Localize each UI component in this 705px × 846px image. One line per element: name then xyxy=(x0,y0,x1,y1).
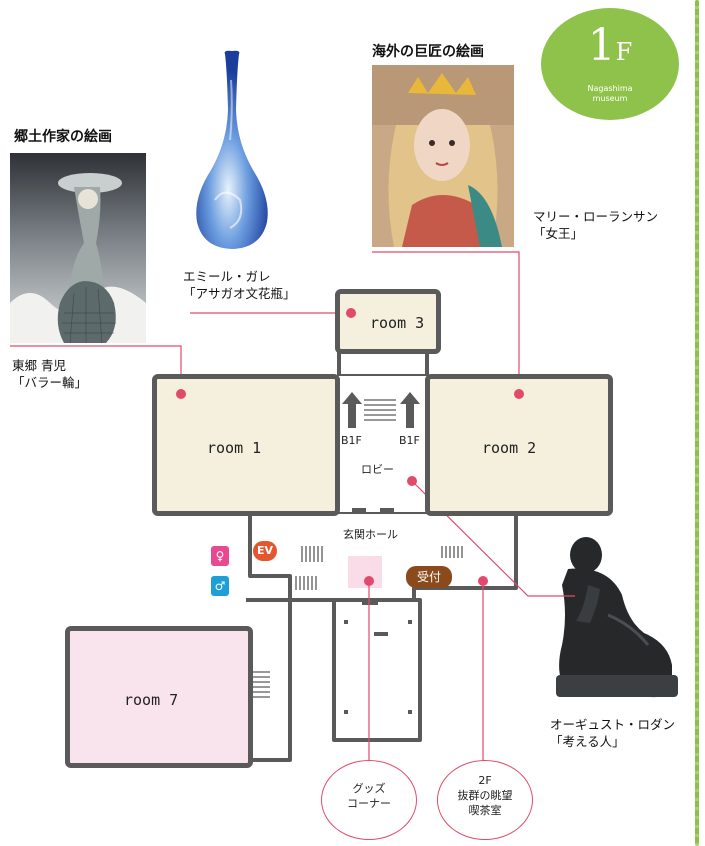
stairs-b1f-right-label: B1F xyxy=(399,434,420,447)
artwork-bara-artist: 東郷 青児 xyxy=(12,358,66,373)
pin-bara xyxy=(176,389,186,399)
goods-line2: コーナー xyxy=(347,797,391,810)
elevator-icon: EV xyxy=(253,541,277,561)
artwork-thinker-artist: オーギュスト・ロダン xyxy=(550,717,676,732)
section-foreign-master: 海外の巨匠の絵画 xyxy=(372,44,484,60)
cafe-callout[interactable]: 2F 抜群の眺望 喫茶室 xyxy=(437,760,533,840)
artwork-queen-artist: マリー・ローランサン xyxy=(533,209,659,224)
artwork-bara-title: 「バラー輪」 xyxy=(12,375,88,390)
artwork-vase-title: 「アサガオ文花瓶」 xyxy=(183,286,296,301)
goods-line1: グッズ xyxy=(352,782,386,795)
mens-restroom-icon: ♂ xyxy=(211,576,229,596)
artwork-queen-caption: マリー・ローランサン 「女王」 xyxy=(533,208,658,242)
pin-cafe xyxy=(478,576,488,586)
artwork-vase-caption: エミール・ガレ 「アサガオ文花瓶」 xyxy=(183,268,296,302)
room-3[interactable]: room 3 xyxy=(335,289,441,354)
reception-badge: 受付 xyxy=(406,566,452,588)
painting-bara-image xyxy=(10,153,146,343)
stairs-b1f-left-label: B1F xyxy=(341,434,362,447)
artwork-bara-caption: 東郷 青児 「バラー輪」 xyxy=(12,357,87,391)
artwork-queen-title: 「女王」 xyxy=(533,226,584,241)
room-3-label: room 3 xyxy=(370,314,425,332)
pin-goods xyxy=(364,576,374,586)
floor-badge: 1F Nagashima museum xyxy=(541,8,679,120)
museum-name: Nagashima museum xyxy=(587,84,633,103)
cafe-line2: 抜群の眺望 xyxy=(457,789,513,802)
room-7-label: room 7 xyxy=(124,691,179,709)
artwork-vase-artist: エミール・ガレ xyxy=(183,269,271,284)
floor-number: 1F xyxy=(587,20,633,71)
goods-corner-callout[interactable]: グッズ コーナー xyxy=(321,760,417,840)
pin-queen xyxy=(514,389,524,399)
womens-restroom-icon: ♀ xyxy=(211,546,229,566)
room-1-label: room 1 xyxy=(207,439,262,457)
page-edge-rule xyxy=(695,0,699,846)
pin-thinker xyxy=(407,476,417,486)
artwork-thinker-title: 「考える人」 xyxy=(550,734,625,749)
cafe-line1: 2F xyxy=(478,774,492,787)
artwork-thinker-caption: オーギュスト・ロダン 「考える人」 xyxy=(550,716,675,750)
painting-queen-image xyxy=(372,65,514,247)
pin-vase xyxy=(346,308,356,318)
cafe-line3: 喫茶室 xyxy=(468,804,502,817)
room-7[interactable]: room 7 xyxy=(65,626,253,768)
lobby-label: ロビー xyxy=(361,463,394,476)
thinker-statue-image xyxy=(556,537,678,698)
vase-image xyxy=(196,50,268,249)
section-local-artist: 郷土作家の絵画 xyxy=(14,129,112,145)
room-2-label: room 2 xyxy=(482,439,537,457)
entrance-hall-label: 玄関ホール xyxy=(343,528,398,541)
